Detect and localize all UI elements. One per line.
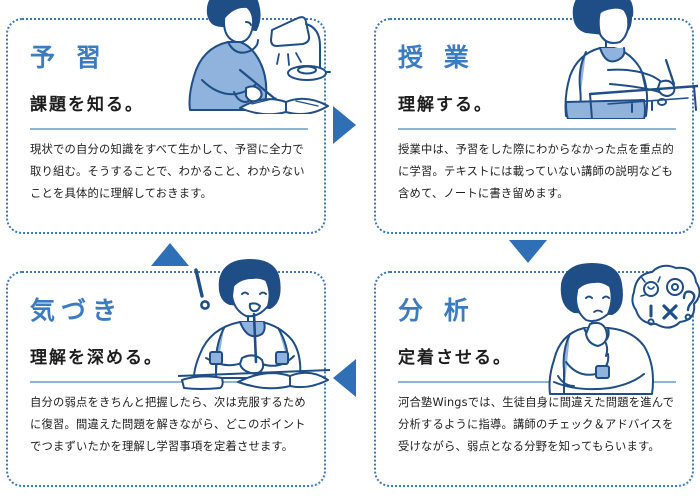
step-divider xyxy=(30,380,308,383)
step-subheading: 定着させる。 xyxy=(398,347,512,368)
step-card-content: 気づき 理解を深める。 自分の弱点をきちんと把握したら、次は克服するために復習。… xyxy=(8,273,324,485)
arrow-up-icon xyxy=(151,243,189,266)
step-divider xyxy=(30,127,308,130)
step-body-text: 授業中は、予習をした際にわからなかった点を重点的に学習。テキストには載っていない… xyxy=(398,142,674,200)
arrow-down-icon xyxy=(509,240,547,263)
step-heading: 気づき xyxy=(30,296,124,325)
step-card-content: 授 業 理解する。 授業中は、予習をした際にわからなかった点を重点的に学習。テキ… xyxy=(376,20,692,232)
arrow-right-icon xyxy=(333,106,356,144)
step-heading: 予 習 xyxy=(30,43,107,72)
step-heading: 授 業 xyxy=(398,43,475,72)
arrow-left-icon xyxy=(333,359,356,397)
step-subheading: 理解する。 xyxy=(398,94,493,115)
step-card-jugyo: 授 業 理解する。 授業中は、予習をした際にわからなかった点を重点的に学習。テキ… xyxy=(374,18,694,234)
step-divider xyxy=(398,127,676,130)
step-card-bunseki: 分 析 定着させる。 河合塾Wingsでは、生徒自身に間違えた問題を進んで分析す… xyxy=(374,271,694,487)
step-card-content: 分 析 定着させる。 河合塾Wingsでは、生徒自身に間違えた問題を進んで分析す… xyxy=(376,273,692,485)
step-heading: 分 析 xyxy=(398,296,475,325)
step-divider xyxy=(398,380,676,383)
step-subheading: 課題を知る。 xyxy=(30,94,144,115)
step-body-text: 現状での自分の知識をすべて生かして、予習に全力で取り組む。そうすることで、わかる… xyxy=(30,142,305,200)
step-card-yoshu: 予 習 課題を知る。 現状での自分の知識をすべて生かして、予習に全力で取り組む。… xyxy=(6,18,326,234)
step-body-text: 自分の弱点をきちんと把握したら、次は克服するために復習。間違えた問題を解きながら… xyxy=(30,395,306,453)
step-card-kizuki: 気づき 理解を深める。 自分の弱点をきちんと把握したら、次は克服するために復習。… xyxy=(6,271,326,487)
step-subheading: 理解を深める。 xyxy=(30,347,163,368)
step-body-text: 河合塾Wingsでは、生徒自身に間違えた問題を進んで分析するように指導。講師のチ… xyxy=(398,395,675,453)
step-card-content: 予 習 課題を知る。 現状での自分の知識をすべて生かして、予習に全力で取り組む。… xyxy=(8,20,324,232)
